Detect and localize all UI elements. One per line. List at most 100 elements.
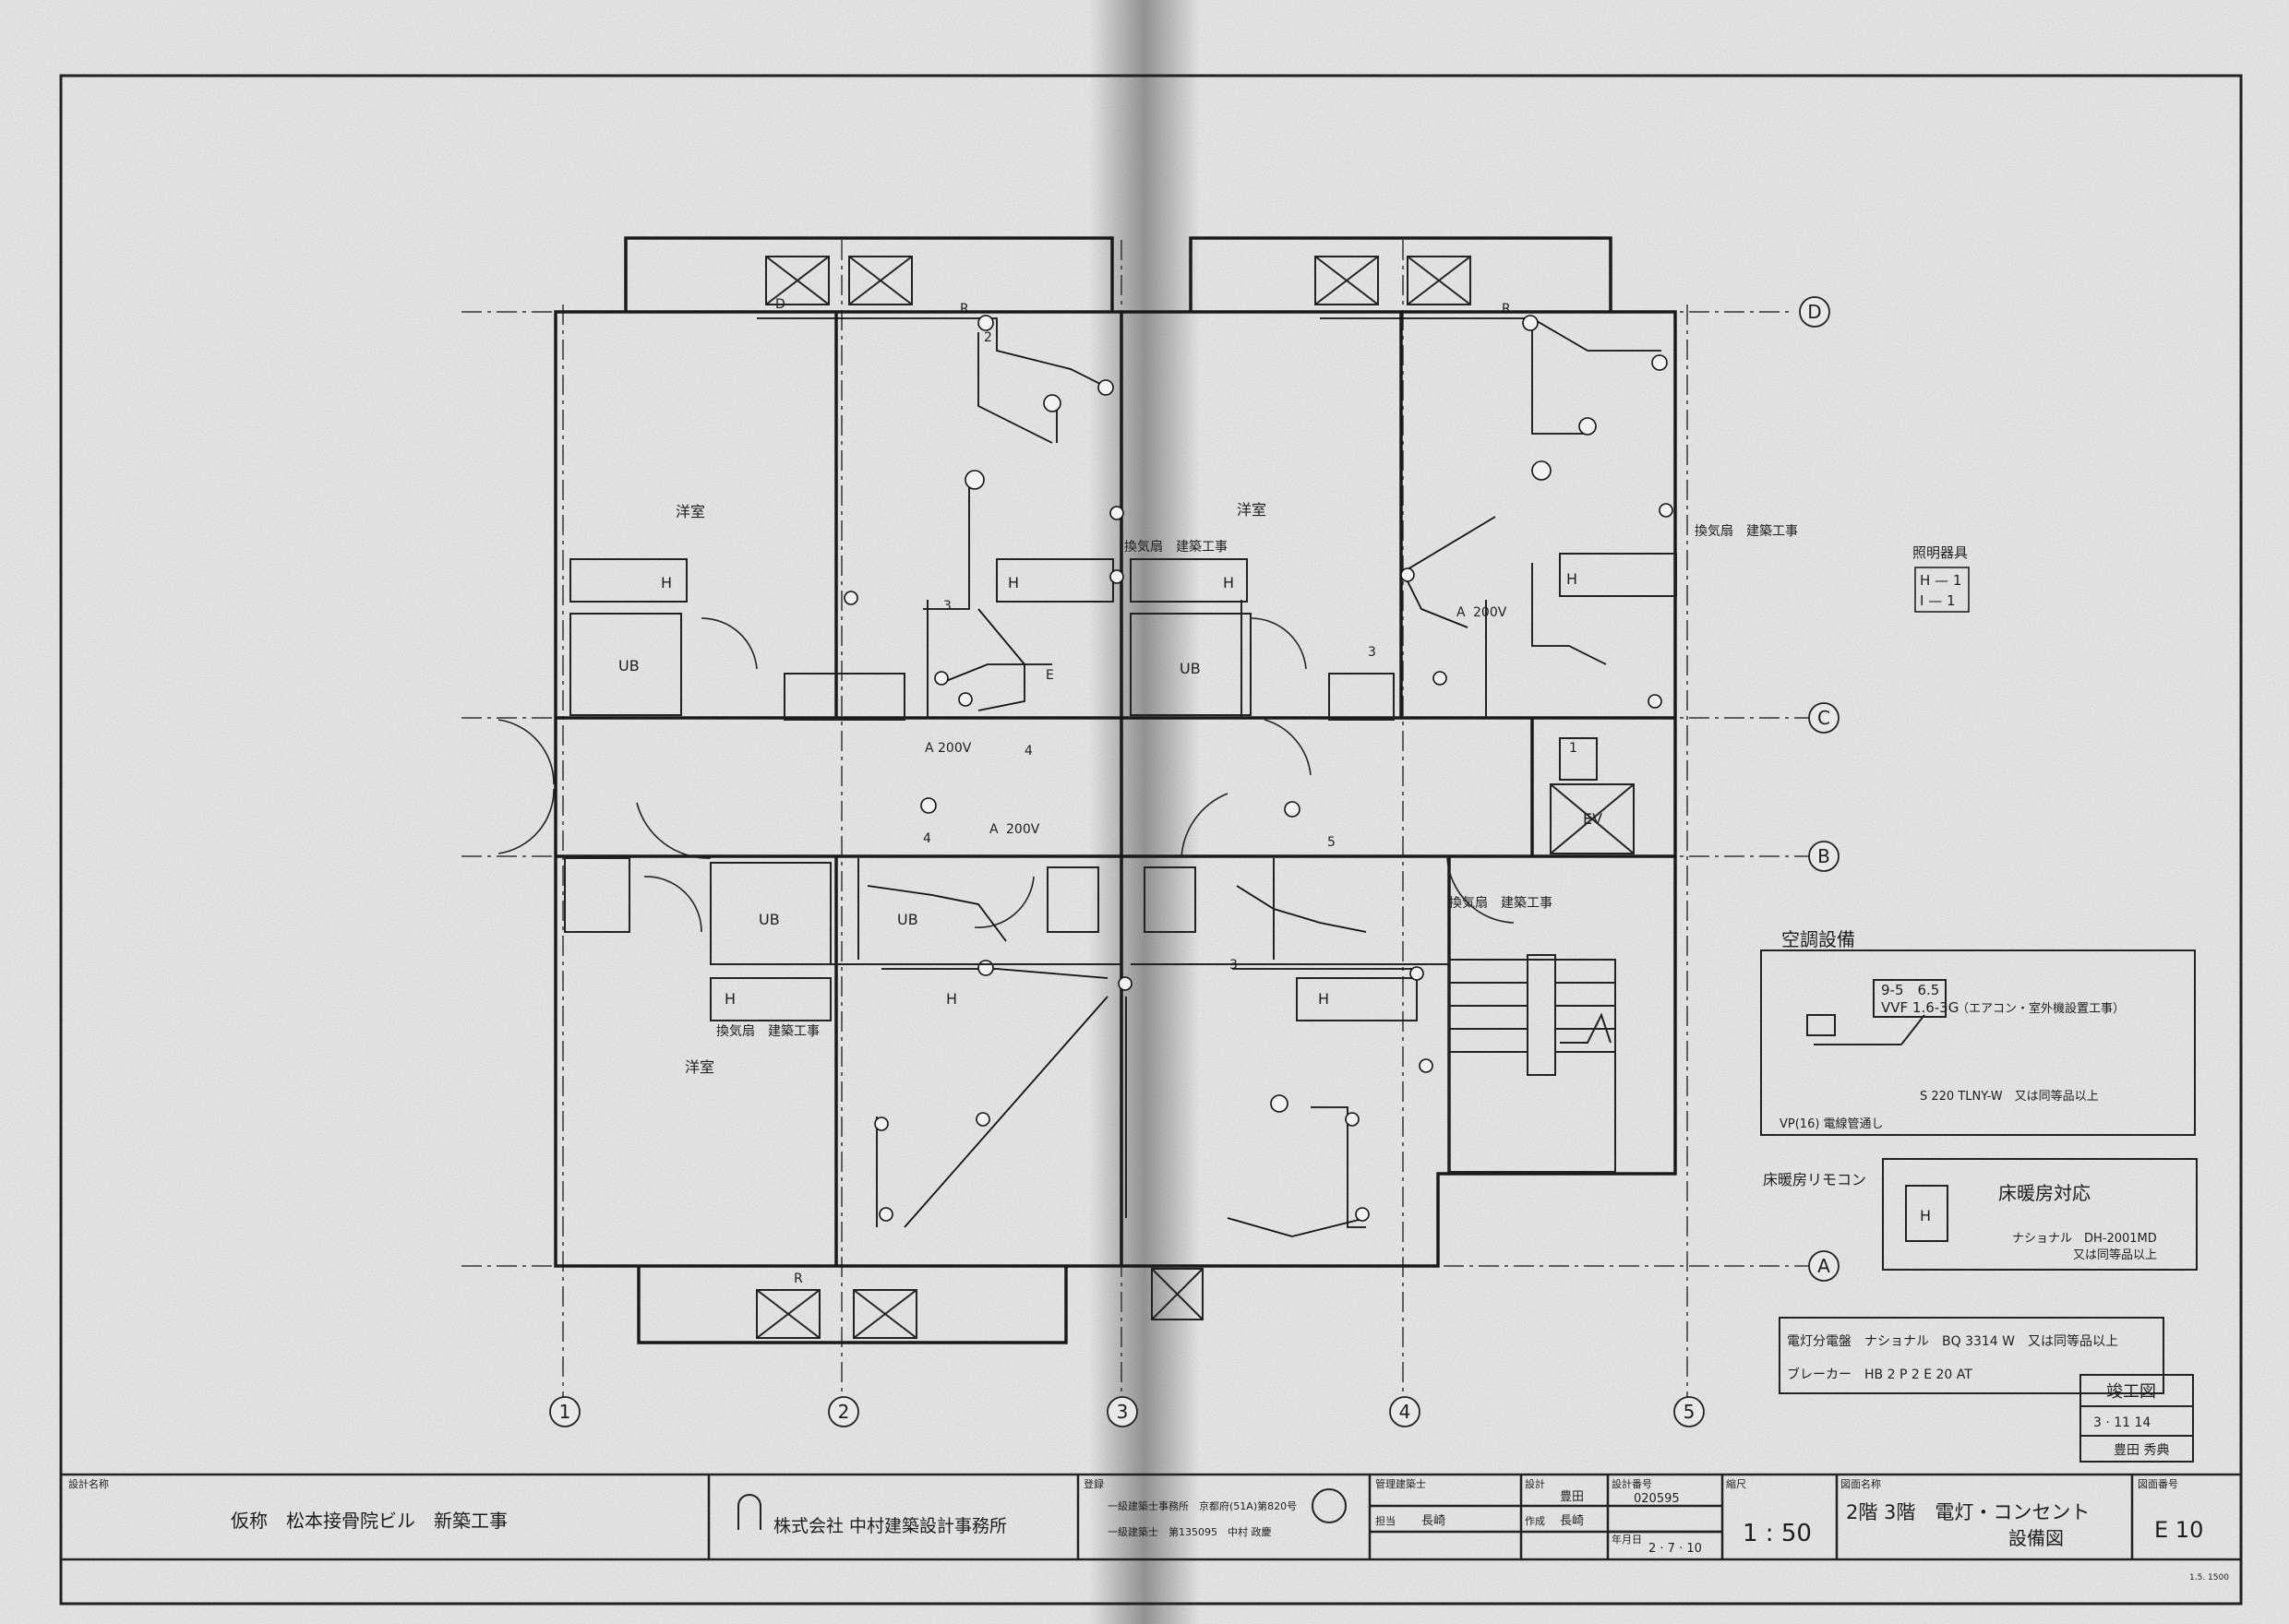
checker-name: 長崎	[1421, 1514, 1445, 1528]
design-number: 020595	[1634, 1492, 1680, 1506]
hvac-title: 空調設備	[1781, 928, 1855, 950]
check-label: 担当	[1375, 1514, 1396, 1527]
sheet-border	[59, 74, 2243, 1606]
outlet-mark-a-3: A	[1456, 605, 1466, 620]
hvac-note-3: VP(16) 電線管通し	[1780, 1116, 1884, 1131]
grid-row-c: C	[1817, 707, 1830, 729]
fan-note-1: 換気扇 建築工事	[1124, 540, 1228, 555]
grid-col-4: 4	[1399, 1401, 1411, 1423]
fan-note-4: 換気扇 建築工事	[716, 1024, 820, 1039]
title-block-frame	[59, 1473, 2243, 1561]
circuit-num-7: 5	[1327, 835, 1336, 850]
hvac-note-2: S 220 TLNY-W 又は同等品以上	[1920, 1089, 2099, 1104]
drawing-number: E 10	[2154, 1517, 2203, 1543]
hvac-cable: VVF 1.6-3G	[1881, 999, 1959, 1016]
room-label-western-3: 洋室	[685, 1058, 714, 1076]
drawing-title-label: 図面名称	[1840, 1477, 1881, 1490]
outdoor-units	[756, 256, 1471, 1339]
draw-label: 作成	[1525, 1515, 1545, 1527]
lighting-legend-row-1: H — 1	[1920, 572, 1961, 589]
room-label-ub-1: UB	[618, 657, 640, 675]
annotations: 換気扇 建築工事 換気扇 建築工事 換気扇 建築工事 換気扇 建築工事 200V…	[716, 297, 1798, 1286]
grid-col-3: 3	[1117, 1401, 1129, 1423]
grid-labels: 1 2 3 4 5 A B C D	[559, 301, 1831, 1423]
design-number-label: 設計番号	[1612, 1477, 1652, 1490]
registration-seal	[1312, 1488, 1347, 1523]
scale-label: 縮尺	[1726, 1477, 1746, 1490]
grid-row-d: D	[1807, 301, 1821, 323]
registration-label: 登録	[1084, 1477, 1104, 1490]
heater-label-3: H	[1008, 574, 1019, 591]
heater-title: 床暖房リモコン	[1763, 1171, 1866, 1188]
drawing-date: 2 · 7 · 10	[1648, 1542, 1702, 1556]
firm-name: 株式会社 中村建築設計事務所	[773, 1516, 1007, 1536]
drafter-name: 長崎	[1560, 1514, 1584, 1528]
outlet-mark-r-3: R	[794, 1272, 803, 1286]
room-label-ub-3: UB	[759, 911, 780, 928]
circuit-num-1: 2	[984, 330, 992, 345]
stamp-date: 3 · 11 14	[2093, 1415, 2151, 1430]
circuit-num-4: 1	[1569, 741, 1577, 756]
panel-note-frame	[1779, 1317, 2194, 1463]
lighting-legend: 照明器具 H — 1 I — 1	[1912, 544, 1968, 609]
heater-label-1: H	[661, 574, 672, 591]
outlet-mark-e-1: E	[1046, 668, 1054, 683]
hvac-sizes: 9-5 6.5	[1881, 982, 1939, 998]
drawing-title-line-1: 2階 3階 電灯・コンセント	[1846, 1501, 2090, 1523]
title-block: 設計名称 仮称 松本接骨院ビル 新築工事 株式会社 中村建築設計事務所 登録 一…	[68, 1477, 2229, 1582]
panel-note: 電灯分電盤 ナショナル BQ 3314 W 又は同等品以上 ブレーカー HB 2…	[1787, 1333, 2118, 1382]
lighting-legend-row-2: I — 1	[1920, 592, 1956, 609]
stamp-name: 豊田 秀典	[2114, 1443, 2169, 1458]
stamp-seal: 竣工図	[2106, 1382, 2156, 1402]
circuit-num-3: 4	[1025, 744, 1033, 758]
heater-legend-frame	[1882, 1158, 2198, 1271]
hvac-legend: 空調設備 9-5 6.5 VVF 1.6-3G （エアコン・室外機設置工事） S…	[1780, 928, 2125, 1131]
heater-heading: 床暖房対応	[1998, 1182, 2091, 1204]
outlet-mark-a-1: A	[925, 741, 934, 756]
staircase	[1448, 954, 1616, 1173]
heater-label-7: H	[1318, 990, 1329, 1008]
lighting-legend-box	[1914, 567, 1970, 613]
heater-equiv: 又は同等品以上	[2073, 1248, 2157, 1262]
panel-note-line-1: 電灯分電盤 ナショナル BQ 3314 W 又は同等品以上	[1787, 1333, 2118, 1349]
heater-legend: 床暖房リモコン 床暖房対応 H ナショナル DH-2001MD 又は同等品以上	[1763, 1171, 2157, 1262]
registration-line-1: 一級建築士事務所 京都府(51A)第820号	[1108, 1499, 1297, 1512]
room-label-western-2: 洋室	[1237, 501, 1266, 519]
heater-label-2: H	[1223, 574, 1234, 591]
circuit-num-8: 4	[923, 831, 931, 846]
lighting-legend-title: 照明器具	[1912, 544, 1968, 561]
heater-model: ナショナル DH-2001MD	[2012, 1232, 2157, 1246]
outlet-mark-r-1: R	[960, 302, 969, 316]
interior-walls	[711, 600, 1487, 965]
grid-col-1: 1	[559, 1401, 571, 1423]
project-label: 設計名称	[68, 1477, 109, 1490]
completion-stamp: 竣工図 3 · 11 14 豊田 秀典	[2093, 1382, 2169, 1458]
fold-shadow	[1089, 0, 1200, 1624]
designer-name: 豊田	[1560, 1490, 1584, 1504]
heater-mark: H	[1920, 1207, 1931, 1224]
panel-note-line-2: ブレーカー HB 2 P 2 E 20 AT	[1787, 1367, 1972, 1382]
wiring	[757, 317, 1661, 1237]
grid-row-b: B	[1817, 845, 1830, 867]
corner-code: 1.5. 1500	[2189, 1573, 2229, 1582]
grid-col-2: 2	[838, 1401, 850, 1423]
voltage-note-2: 200V	[1006, 822, 1040, 837]
heater-label-4: H	[1566, 570, 1577, 588]
grid-col-5: 5	[1684, 1401, 1696, 1423]
drawing-scale: 1 : 50	[1743, 1520, 1812, 1547]
drawing-no-label: 図面番号	[2138, 1478, 2178, 1490]
room-label-ub-2: UB	[1180, 660, 1201, 677]
voltage-note-1: 200V	[938, 741, 972, 756]
wiring-devices	[844, 315, 1673, 1222]
manager-label: 管理建築士	[1375, 1477, 1426, 1490]
design-label: 設計	[1525, 1477, 1545, 1490]
hvac-legend-frame	[1760, 949, 2196, 1136]
door-swings	[497, 617, 1515, 933]
outlet-mark-d-1: D	[775, 297, 785, 312]
outlet-mark-r-2: R	[1502, 302, 1511, 316]
fan-note-3: 換気扇 建築工事	[1449, 896, 1552, 911]
circuit-num-2: 3	[943, 599, 952, 614]
outlet-mark-a-2: A	[989, 822, 999, 837]
